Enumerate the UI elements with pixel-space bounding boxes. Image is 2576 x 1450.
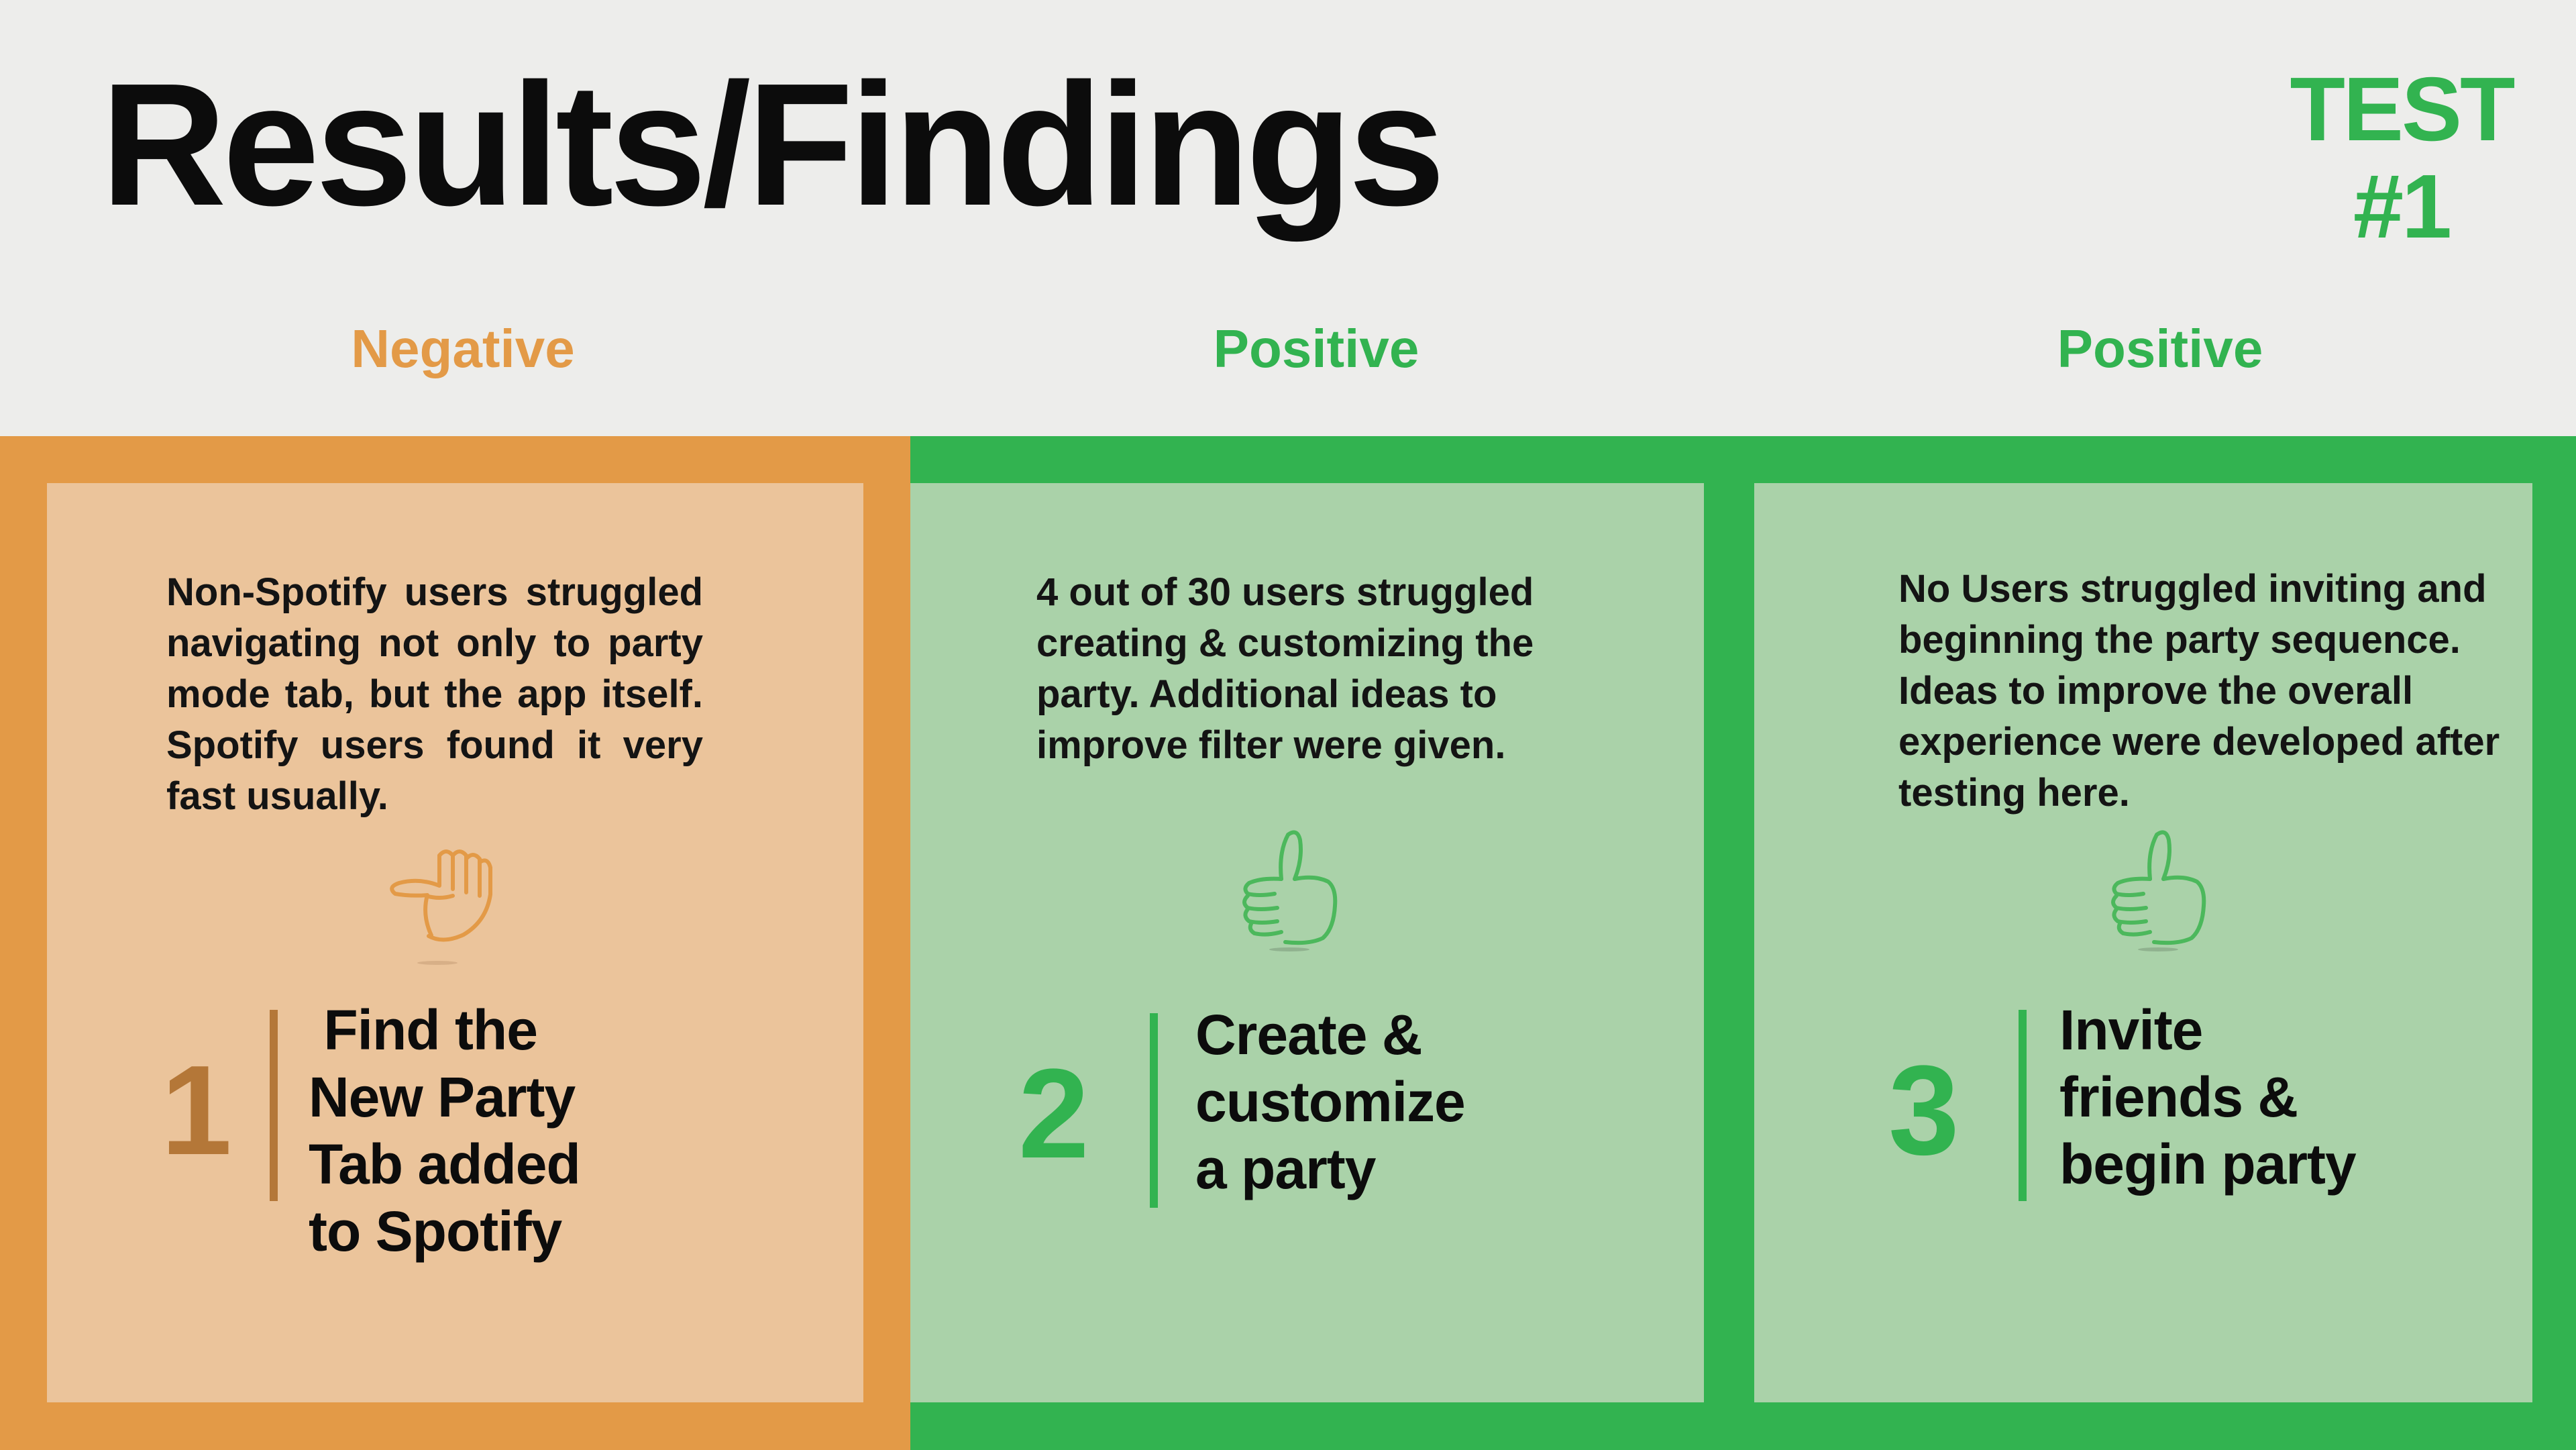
sentiment-label-positive-1: Positive (1213, 319, 1419, 378)
step-title-2: Create & customize a party (1195, 1001, 1466, 1202)
step-title-line: Invite (2059, 998, 2203, 1061)
step-title-line: customize (1195, 1070, 1466, 1133)
step-title-line: begin party (2059, 1133, 2357, 1196)
step-divider-3 (2019, 1010, 2027, 1201)
step-title-line: Tab added (309, 1133, 581, 1196)
test-tag: TEST #1 (2247, 60, 2556, 255)
step-number-2: 2 (1018, 1043, 1089, 1185)
test-tag-number: #1 (2353, 156, 2452, 257)
finding-card-1 (47, 483, 863, 1402)
thumbs-sideways-icon (390, 849, 492, 965)
page-title: Results/Findings (101, 48, 1446, 242)
finding-description-2: 4 out of 30 users struggled creating & c… (1036, 570, 1534, 767)
step-title-line: a party (1195, 1137, 1376, 1200)
step-title-3: Invite friends & begin party (2059, 996, 2357, 1198)
step-number-1: 1 (161, 1039, 232, 1182)
step-title-1: Find the New Party Tab added to Spotify (309, 996, 581, 1265)
sentiment-label-negative: Negative (351, 319, 575, 378)
step-divider-2 (1150, 1013, 1158, 1208)
step-title-line: friends & (2059, 1066, 2298, 1129)
step-title-line: Find the (309, 998, 538, 1061)
finding-description-1: Non-Spotify users struggled navigating n… (166, 570, 703, 818)
finding-description-3: No Users struggled inviting and beginnin… (1898, 567, 2500, 815)
step-title-line: to Spotify (309, 1200, 562, 1263)
thumbs-up-icon (1242, 830, 1338, 951)
test-tag-label: TEST (2290, 58, 2515, 160)
step-title-line: Create & (1195, 1003, 1422, 1066)
sentiment-label-positive-2: Positive (2057, 319, 2263, 378)
finding-card-3 (1754, 483, 2532, 1402)
step-number-3: 3 (1888, 1039, 1960, 1182)
step-title-line: New Party (309, 1066, 576, 1129)
step-divider-1 (270, 1010, 278, 1201)
thumbs-up-icon (2111, 830, 2206, 951)
